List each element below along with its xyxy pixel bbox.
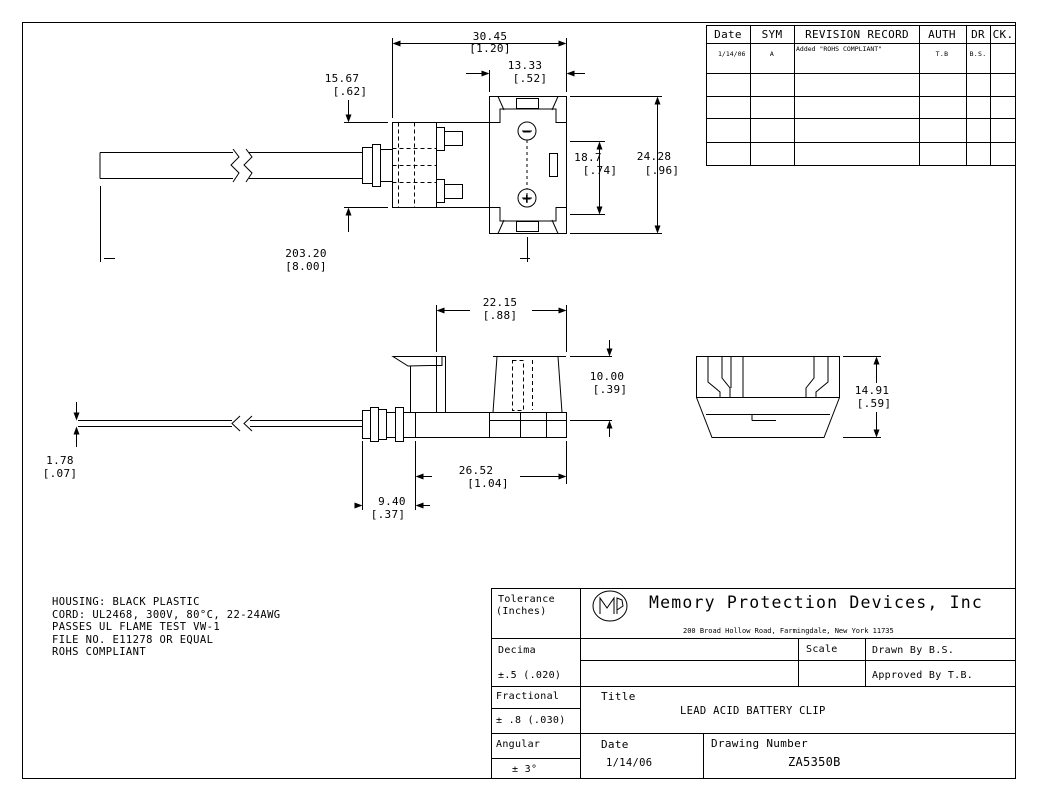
tolerance-unit: (Inches) xyxy=(496,606,547,617)
general-notes: HOUSING: BLACK PLASTIC CORD: UL2468, 300… xyxy=(52,596,281,659)
dim-strain-relief-in: [.37] xyxy=(371,508,406,521)
drawn-by: Drawn By B.S. xyxy=(872,645,954,656)
rev-row-auth: T.B xyxy=(936,50,949,58)
dim-cord-dia: 1.78 xyxy=(46,454,74,467)
date-label: Date xyxy=(601,738,629,751)
dim-overall-height: 24.28 xyxy=(637,150,672,163)
negative-terminal-icon: − xyxy=(523,124,532,140)
scale-label: Scale xyxy=(806,644,838,655)
company-address: 200 Broad Hollow Road, Farmingdale, New … xyxy=(683,627,894,635)
dim-overall-width: 30.45 xyxy=(473,30,508,43)
date-value: 1/14/06 xyxy=(606,757,652,769)
rev-row-date: 1/14/06 xyxy=(718,50,745,58)
positive-terminal-icon: + xyxy=(523,191,532,207)
title-label: Title xyxy=(601,690,636,703)
note-line: PASSES UL FLAME TEST VW-1 xyxy=(52,621,221,633)
note-line: FILE NO. E11278 OR EQUAL xyxy=(52,633,214,646)
dim-housing-width: 13.33 xyxy=(508,59,543,72)
note-line: CORD: UL2468, 300V, 80°C, 22-24AWG xyxy=(52,608,281,621)
rev-header-dr: DR xyxy=(971,28,985,41)
approved-by: Approved By T.B. xyxy=(872,670,973,681)
title-value: LEAD ACID BATTERY CLIP xyxy=(680,705,826,717)
dim-end-height: 14.91 xyxy=(855,384,890,397)
dim-strain-relief: 9.40 xyxy=(378,495,406,508)
fractional-value: ± .8 (.030) xyxy=(496,715,566,726)
dim-body-width: 22.15 xyxy=(483,296,518,309)
rev-row-record: Added "ROHS COMPLIANT" xyxy=(796,45,882,53)
dim-inner-height: 18.7 xyxy=(574,151,602,164)
dim-cord-dia-in: [.07] xyxy=(43,467,78,480)
dim-cord-offset-in: [.62] xyxy=(333,85,368,98)
tolerance-label: Tolerance xyxy=(498,594,555,605)
rev-row-dr: B.S. xyxy=(970,50,987,58)
title-block xyxy=(491,588,1016,779)
dim-body-width-in: [.88] xyxy=(483,309,518,322)
rev-header-ck: CK. xyxy=(993,28,1014,41)
fractional-label: Fractional xyxy=(496,691,559,702)
dim-cap-height: 10.00 xyxy=(590,370,625,383)
company-name: Memory Protection Devices, Inc xyxy=(649,593,983,612)
note-line: HOUSING: BLACK PLASTIC xyxy=(52,596,200,608)
angular-value: ± 3° xyxy=(512,764,537,775)
dim-end-height-in: [.59] xyxy=(857,397,892,410)
dim-cap-height-in: [.39] xyxy=(593,383,628,396)
dim-cord-length: 203.20 xyxy=(285,247,327,260)
dim-inner-height-in: [.74] xyxy=(583,164,618,177)
rev-header-record: REVISION RECORD xyxy=(805,28,909,41)
dim-base-length-in: [1.04] xyxy=(467,477,509,490)
dim-cord-length-in: [8.00] xyxy=(285,260,327,273)
end-view xyxy=(696,356,881,438)
drawing-number-label: Drawing Number xyxy=(711,737,808,750)
angular-label: Angular xyxy=(496,739,540,750)
company-logo xyxy=(592,590,628,622)
rev-row-sym: A xyxy=(770,50,774,58)
rev-header-auth: AUTH xyxy=(928,28,956,41)
rev-header-date: Date xyxy=(714,28,742,41)
side-view xyxy=(76,305,612,510)
dim-cord-offset: 15.67 xyxy=(325,72,360,85)
dim-overall-height-in: [.96] xyxy=(645,164,680,177)
top-view xyxy=(99,38,662,262)
dim-base-length: 26.52 xyxy=(459,464,494,477)
dim-overall-width-in: [1.20] xyxy=(469,42,511,55)
note-line: ROHS COMPLIANT xyxy=(52,646,147,658)
decimal-value: ±.5 (.020) xyxy=(498,670,561,681)
revision-table xyxy=(706,25,1016,166)
dim-housing-width-in: [.52] xyxy=(513,72,548,85)
decimal-label: Decima xyxy=(498,645,536,656)
rev-header-sym: SYM xyxy=(762,28,783,41)
drawing-number-value: ZA5350B xyxy=(788,755,841,769)
